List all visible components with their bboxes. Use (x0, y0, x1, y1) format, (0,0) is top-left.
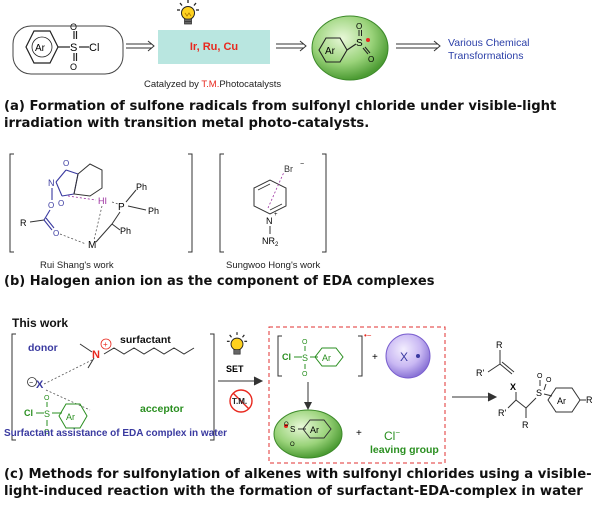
svg-text:N: N (266, 216, 273, 226)
reaction-arrow-2 (276, 40, 307, 52)
svg-text:O: O (53, 229, 59, 238)
caption-b: (b) Halogen anion ion as the component o… (4, 274, 435, 289)
mechanism-box: •− Cl S O O Ar + X (268, 326, 446, 464)
svg-text:O: O (302, 339, 308, 346)
cl-label: Cl (89, 42, 99, 54)
cl-minus-label: Cl− (384, 428, 401, 443)
svg-text:+: + (356, 428, 362, 439)
surfactant-label: surfactant (120, 334, 171, 346)
svg-text:P: P (118, 202, 125, 213)
svg-text:O: O (368, 55, 374, 64)
svg-text:Ph: Ph (148, 206, 159, 216)
no-tm-icon: T.M. (229, 389, 253, 413)
reaction-arrow-1 (126, 40, 155, 52)
svg-text:R': R' (498, 408, 506, 418)
svg-text:Ar: Ar (310, 425, 319, 435)
ar-label: Ar (35, 43, 46, 54)
svg-text:O: O (48, 201, 54, 210)
svg-text:Br: Br (284, 164, 293, 174)
svg-text:−: − (29, 380, 33, 387)
svg-text:Cl: Cl (24, 408, 33, 418)
svg-text:O: O (284, 422, 289, 428)
svg-text:O: O (546, 377, 552, 384)
leaving-group-label: leaving group (370, 444, 439, 456)
catalyst-box: Ir, Ru, Cu (158, 30, 270, 64)
svg-text:S: S (536, 388, 542, 398)
svg-text:O: O (70, 62, 77, 72)
lightbulb-icon (177, 0, 199, 25)
svg-text:•−: •− (364, 331, 372, 340)
svg-text:−: − (300, 161, 304, 168)
svg-text:O: O (44, 429, 50, 436)
sulfonyl-chloride-structure: Ar S O O Cl (25, 22, 99, 72)
catalyzed-by-label: Catalyzed by T.M.Photocatalysts (144, 79, 282, 90)
rui-shang-label: Rui Shang's work (40, 260, 114, 271)
svg-text:O: O (58, 199, 64, 208)
svg-text:R': R' (476, 368, 484, 378)
lightbulb-icon-c (226, 332, 248, 355)
svg-text:S: S (302, 353, 308, 363)
svg-text:R: R (20, 218, 27, 228)
svg-text:S: S (356, 38, 363, 49)
svg-text:N: N (92, 349, 100, 361)
s-label: S (70, 42, 77, 54)
svg-text:Ar: Ar (325, 46, 336, 57)
svg-text:S: S (44, 409, 50, 419)
svg-text:M: M (88, 240, 96, 251)
svg-text:R: R (496, 340, 503, 350)
svg-text:Ph: Ph (136, 182, 147, 192)
svg-text:Ar: Ar (557, 396, 566, 406)
svg-text:Ar: Ar (322, 353, 331, 363)
set-label: SET (226, 364, 244, 374)
svg-text:Cl: Cl (282, 352, 291, 362)
svg-text:T.M.: T.M. (232, 397, 247, 406)
svg-text:+: + (274, 212, 278, 218)
surfactant-assistance-label: Surfactant assistance of EDA complex in … (4, 428, 228, 439)
sulfonyl-radical-sphere: Ar S O O (311, 15, 389, 81)
svg-text:R: R (586, 395, 593, 405)
svg-text:O: O (70, 22, 77, 32)
acceptor-label: acceptor (140, 403, 184, 415)
svg-text:S: S (290, 425, 295, 434)
svg-text:O: O (63, 159, 69, 168)
this-work-heading: This work (12, 316, 69, 330)
svg-text:X: X (36, 379, 44, 391)
svg-text:Ar: Ar (66, 412, 75, 422)
various-transformations-label: Various Chemical Transformations (448, 37, 530, 62)
reactant-frame (12, 25, 124, 75)
svg-text:O: O (44, 395, 50, 402)
svg-text:NR2: NR2 (262, 236, 279, 248)
svg-text:R: R (522, 420, 529, 430)
svg-text:O: O (356, 22, 362, 31)
set-arrow (218, 376, 264, 386)
caption-a: (a) Formation of sulfone radicals from s… (4, 99, 557, 131)
svg-text:O: O (302, 371, 308, 378)
svg-text:O: O (290, 442, 295, 448)
svg-text:HI: HI (98, 196, 107, 206)
svg-text:N: N (48, 178, 55, 188)
hong-label: Sungwoo Hong's work (226, 260, 321, 271)
caption-c: (c) Methods for sulfonylation of alkenes… (4, 467, 592, 499)
rui-shang-complex: O O N O R O M HI P Ph Ph Ph (9, 153, 193, 253)
product-arrow (452, 392, 498, 402)
svg-text:+: + (372, 352, 378, 363)
svg-text:O: O (537, 373, 543, 380)
hong-complex: N + NR2 Br − (219, 153, 327, 253)
svg-text:+: + (103, 340, 108, 349)
alkene-structure: R R' (476, 340, 515, 378)
donor-label: donor (28, 342, 58, 354)
svg-text:Ph: Ph (120, 226, 131, 236)
svg-text:X: X (400, 350, 408, 364)
svg-text:X: X (510, 382, 516, 392)
reaction-arrow-3 (396, 40, 441, 52)
product-structure: R' X R S O O Ar R (498, 373, 593, 430)
surfactant-eda-complex: N + − X Cl S O O Ar (11, 333, 215, 441)
